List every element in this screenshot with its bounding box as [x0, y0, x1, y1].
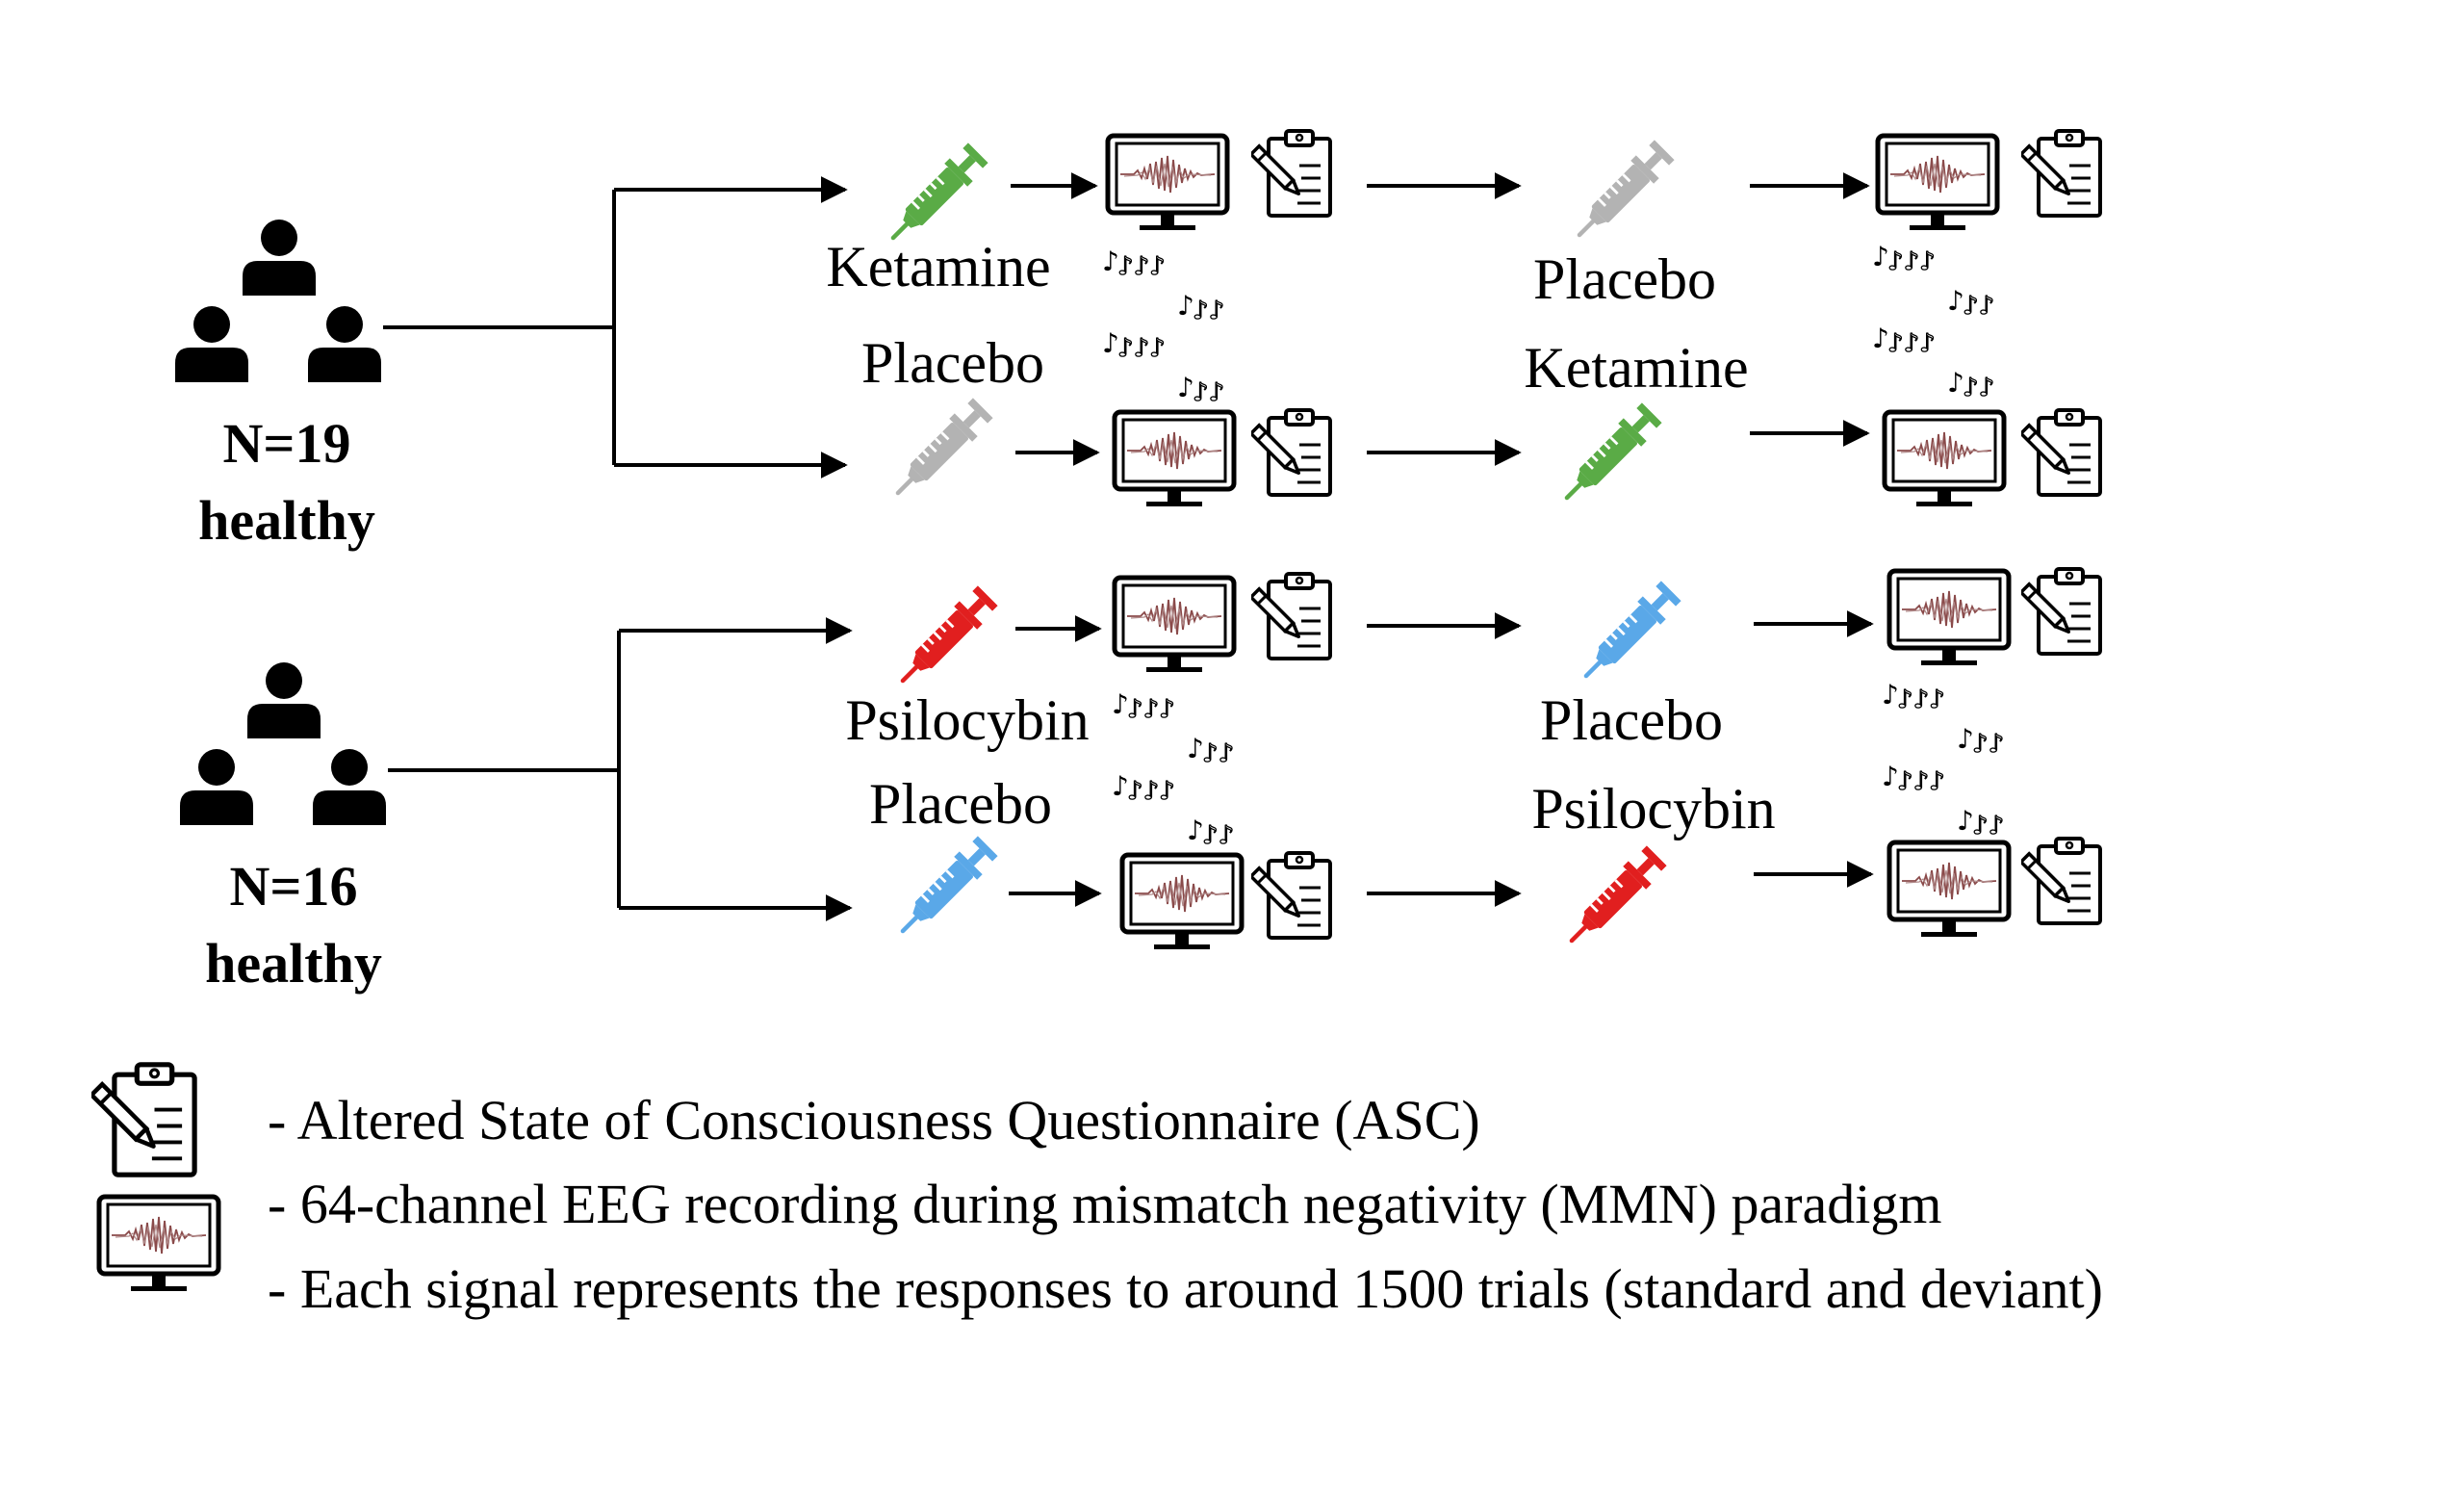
- monitor-eeg-icon: [1115, 578, 1234, 672]
- monitor-eeg-icon: [1108, 136, 1227, 230]
- session2-drug-label: Ketamine: [1524, 336, 1748, 400]
- clipboard-pencil-icon: [2021, 129, 2102, 218]
- music-notes-icon: [1102, 327, 1225, 408]
- group-count-label: N=16: [230, 855, 358, 918]
- monitor-eeg-icon: [1878, 136, 1997, 230]
- arm-psilocybin-then-placebo: Psilocybin Placebo: [845, 567, 2102, 769]
- monitor-eeg-icon: [1889, 842, 2009, 937]
- clipboard-pencil-icon: [1251, 129, 1332, 218]
- session1-drug-label: Placebo: [869, 772, 1052, 836]
- clipboard-pencil-icon: [1251, 851, 1332, 940]
- syringe-icon: [1560, 844, 1668, 952]
- clipboard-pencil-icon: [2021, 837, 2102, 925]
- syringe-icon: [882, 142, 989, 249]
- session2-drug-label: Placebo: [1533, 247, 1716, 311]
- people-group-icon: [180, 662, 386, 825]
- music-notes-icon: [1882, 679, 2005, 760]
- syringe-icon: [1555, 401, 1663, 509]
- group-desc-label: healthy: [198, 489, 375, 552]
- monitor-eeg-icon: [1885, 412, 2004, 506]
- music-notes-icon: [1112, 770, 1235, 851]
- session2-drug-label: Placebo: [1540, 688, 1723, 752]
- syringe-icon: [891, 835, 999, 943]
- music-notes-icon: [1102, 246, 1225, 326]
- monitor-eeg-icon: [99, 1197, 218, 1291]
- clipboard-pencil-icon: [2021, 567, 2102, 656]
- syringe-icon: [891, 584, 999, 692]
- session1-drug-label: Ketamine: [826, 235, 1050, 298]
- monitor-eeg-icon: [1889, 571, 2009, 665]
- legend-questionnaire-text: - Altered State of Consciousness Questio…: [268, 1089, 1480, 1151]
- clipboard-pencil-icon: [1251, 572, 1332, 660]
- monitor-eeg-icon: [1122, 855, 1242, 949]
- group-psilocybin-study: N=16 healthy Psilocybin Placebo Pla: [180, 567, 2102, 995]
- clipboard-pencil-icon: [1251, 408, 1332, 497]
- branch-arrows: [383, 176, 848, 478]
- legend-trials-text: - Each signal represents the responses t…: [268, 1257, 2103, 1320]
- legend-eeg-text: - 64-channel EEG recording during mismat…: [268, 1173, 1942, 1235]
- music-notes-icon: [1872, 323, 1995, 403]
- music-notes-icon: [1112, 688, 1235, 769]
- arm-placebo-then-psilocybin: Placebo Psilocybin: [869, 761, 2102, 952]
- legend: - Altered State of Consciousness Questio…: [91, 1065, 2103, 1320]
- session1-drug-label: Psilocybin: [845, 688, 1089, 752]
- syringe-icon: [886, 397, 994, 504]
- people-group-icon: [175, 220, 381, 382]
- music-notes-icon: [1882, 761, 2005, 841]
- monitor-eeg-icon: [1115, 412, 1234, 506]
- session2-drug-label: Psilocybin: [1531, 777, 1775, 841]
- group-desc-label: healthy: [205, 932, 382, 995]
- clipboard-pencil-icon: [2021, 408, 2102, 497]
- session1-drug-label: Placebo: [861, 331, 1044, 395]
- syringe-icon: [1568, 139, 1676, 246]
- clipboard-pencil-icon: [91, 1065, 194, 1175]
- arm-ketamine-then-placebo: Ketamine Placebo: [826, 129, 2102, 326]
- group-count-label: N=19: [223, 412, 351, 475]
- arm-placebo-then-ketamine: Placebo Ketamine: [861, 323, 2102, 509]
- branch-arrows: [388, 617, 853, 921]
- music-notes-icon: [1872, 241, 1995, 322]
- syringe-icon: [1575, 580, 1682, 687]
- group-ketamine-study: N=19 healthy Ketamine Placebo: [175, 129, 2102, 552]
